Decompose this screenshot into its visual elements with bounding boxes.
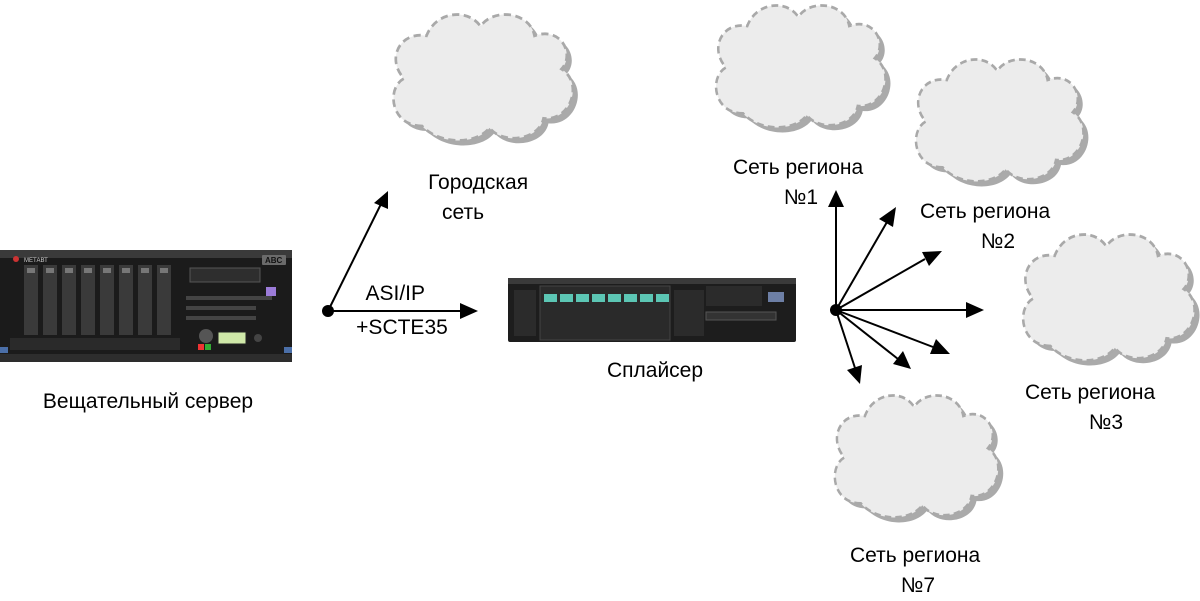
city-network-cloud (392, 13, 578, 146)
city-network-label-line1: Городская (428, 171, 528, 194)
region-2-label-line2: №2 (981, 230, 1015, 253)
svg-text:МЕТАВТ: МЕТАВТ (24, 258, 48, 264)
region-3-cloud (1021, 233, 1200, 366)
region-1-label-line1: Сеть региона (733, 156, 864, 179)
region-2-label: Сеть региона №2 (920, 200, 1056, 253)
splicer-label: Сплайсер (607, 359, 703, 382)
broadcast-server-device: МЕТАВТ ABC (0, 250, 292, 362)
splicer-fanout (828, 190, 984, 384)
link-label-line2: +SCTE35 (356, 316, 448, 339)
region-3-label-line1: Сеть региона (1025, 381, 1156, 404)
broadcast-server-label: Вещательный сервер (43, 390, 253, 413)
region-1-cloud (714, 4, 891, 133)
city-network-label: Городская сеть (428, 171, 534, 224)
link-label: ASI/IP +SCTE35 (356, 282, 448, 339)
server-branch (322, 191, 478, 319)
server-brand-label: ABC (265, 256, 283, 265)
region-1-label: Сеть региона №1 (733, 156, 869, 209)
region-3-label: Сеть региона №3 (1025, 381, 1161, 434)
region-3-label-line2: №3 (1089, 411, 1123, 434)
splicer-device (508, 278, 796, 342)
city-network-label-line2: сеть (442, 201, 484, 224)
region-2-cloud (914, 58, 1089, 187)
link-label-line1: ASI/IP (366, 282, 425, 305)
region-7-label: Сеть региона №7 (850, 544, 986, 597)
region-7-cloud (833, 394, 1004, 523)
region-1-label-line2: №1 (784, 186, 818, 209)
region-7-label-line1: Сеть региона (850, 544, 981, 567)
region-7-label-line2: №7 (901, 574, 935, 597)
region-2-label-line1: Сеть региона (920, 200, 1051, 223)
